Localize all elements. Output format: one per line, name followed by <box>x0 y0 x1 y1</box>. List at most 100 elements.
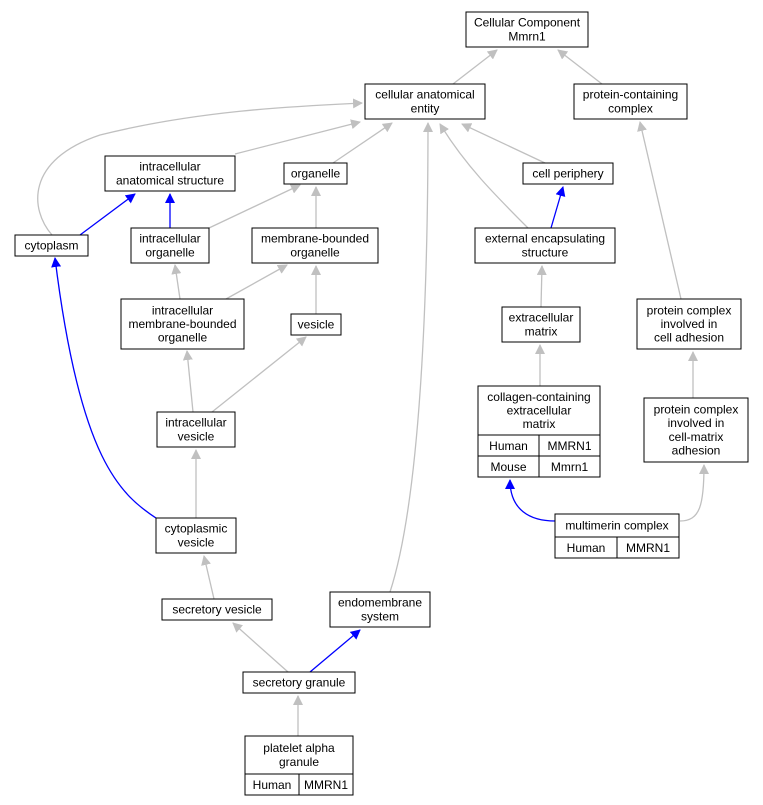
node-box <box>244 735 354 775</box>
node-label: intracellular <box>165 416 226 430</box>
node-label: vesicle <box>178 535 215 549</box>
node-label: organelle <box>290 245 340 259</box>
gene-label: MMRN1 <box>304 778 348 792</box>
node-label: cell adhesion <box>654 331 724 345</box>
node-label: protein complex <box>654 403 739 417</box>
node-box <box>130 227 210 264</box>
edge-line <box>536 265 547 308</box>
node-label: secretory granule <box>253 676 346 690</box>
node-cell-periphery[interactable]: cell periphery <box>522 162 614 185</box>
node-secretory-vesicle[interactable]: secretory vesicle <box>161 598 273 621</box>
node-label: Cellular Component <box>474 16 581 30</box>
node-secretory-granule[interactable]: secretory granule <box>242 671 356 694</box>
edge-cell-periphery-to-cellular-anatomical-entity <box>461 123 546 164</box>
node-label: protein complex <box>647 303 732 317</box>
edge-line <box>201 555 215 600</box>
gene-cell <box>298 773 354 796</box>
node-label: cellular anatomical <box>375 88 474 102</box>
node-label: membrane-bounded <box>261 232 369 246</box>
node-label: complex <box>608 101 653 115</box>
node-label: Mmrn1 <box>508 29 546 43</box>
edge-cellular-anatomical-entity-to-cellular-component <box>452 49 498 85</box>
node-label: intracellular <box>139 160 200 174</box>
edge-line <box>51 257 160 521</box>
node-label: membrane-bounded <box>128 317 236 331</box>
edges-layer <box>37 49 709 736</box>
edge-line <box>211 336 307 413</box>
node-label: matrix <box>523 417 556 431</box>
node-box <box>465 11 589 48</box>
node-organelle[interactable]: organelle <box>283 162 348 185</box>
edge-extracellular-matrix-to-external-encapsulating-structure <box>536 265 547 308</box>
node-label: external encapsulating <box>485 232 605 246</box>
node-box <box>329 591 431 628</box>
gene-cell <box>616 536 680 559</box>
node-vesicle[interactable]: vesicle <box>290 313 342 336</box>
edge-protein-complex-cell-adhesion-to-protein-containing-complex <box>637 121 682 300</box>
edge-intracellular-membrane-bounded-organelle-to-membrane-bounded-organelle <box>225 264 288 300</box>
node-label: intracellular <box>139 232 200 246</box>
edge-line <box>505 479 556 522</box>
node-box <box>364 83 486 120</box>
edge-organelle-to-cellular-anatomical-entity <box>332 122 393 164</box>
edge-intracellular-organelle-to-organelle <box>208 184 301 229</box>
species-label: Human <box>253 778 292 792</box>
node-box <box>522 162 614 185</box>
species-label: Human <box>489 439 528 453</box>
edge-line <box>225 264 288 300</box>
edge-cytoplasm-to-cellular-anatomical-entity <box>37 98 363 236</box>
node-collagen-containing-ecm[interactable]: collagen-containingextracellularmatrixHu… <box>477 385 601 478</box>
node-label: collagen-containing <box>487 390 590 404</box>
node-box <box>290 313 342 336</box>
edge-line <box>389 122 433 593</box>
node-box <box>283 162 348 185</box>
node-box <box>242 671 356 694</box>
edge-cytoplasmic-vesicle-to-cytoplasm <box>51 257 160 521</box>
node-label: extracellular <box>509 311 574 325</box>
node-label: granule <box>279 755 319 769</box>
node-box <box>636 298 742 350</box>
gene-label: MMRN1 <box>626 541 670 555</box>
node-label: platelet alpha <box>263 741 335 755</box>
node-label: organelle <box>145 245 195 259</box>
edge-line <box>557 49 603 85</box>
edge-line <box>182 350 194 413</box>
node-label: intracellular <box>152 303 213 317</box>
edge-secretory-granule-to-secretory-vesicle <box>232 622 289 673</box>
node-label: secretory vesicle <box>172 603 262 617</box>
edge-secretory-vesicle-to-cytoplasmic-vesicle <box>201 555 215 600</box>
node-label: entity <box>411 101 440 115</box>
edge-secretory-granule-to-endomembrane-system <box>309 629 361 673</box>
node-box <box>501 306 581 343</box>
node-cytoplasm[interactable]: cytoplasm <box>14 234 89 257</box>
node-box <box>474 227 616 264</box>
edge-line <box>461 123 546 164</box>
species-label: Human <box>567 541 606 555</box>
node-box <box>573 83 688 120</box>
edge-line <box>232 622 289 673</box>
edge-intracellular-anatomical-structure-to-cellular-anatomical-entity <box>234 119 361 155</box>
node-label: protein-containing <box>583 88 678 102</box>
edge-line <box>439 123 529 229</box>
node-box <box>161 598 273 621</box>
annotation-row-human: Human MMRN1 <box>244 773 354 796</box>
